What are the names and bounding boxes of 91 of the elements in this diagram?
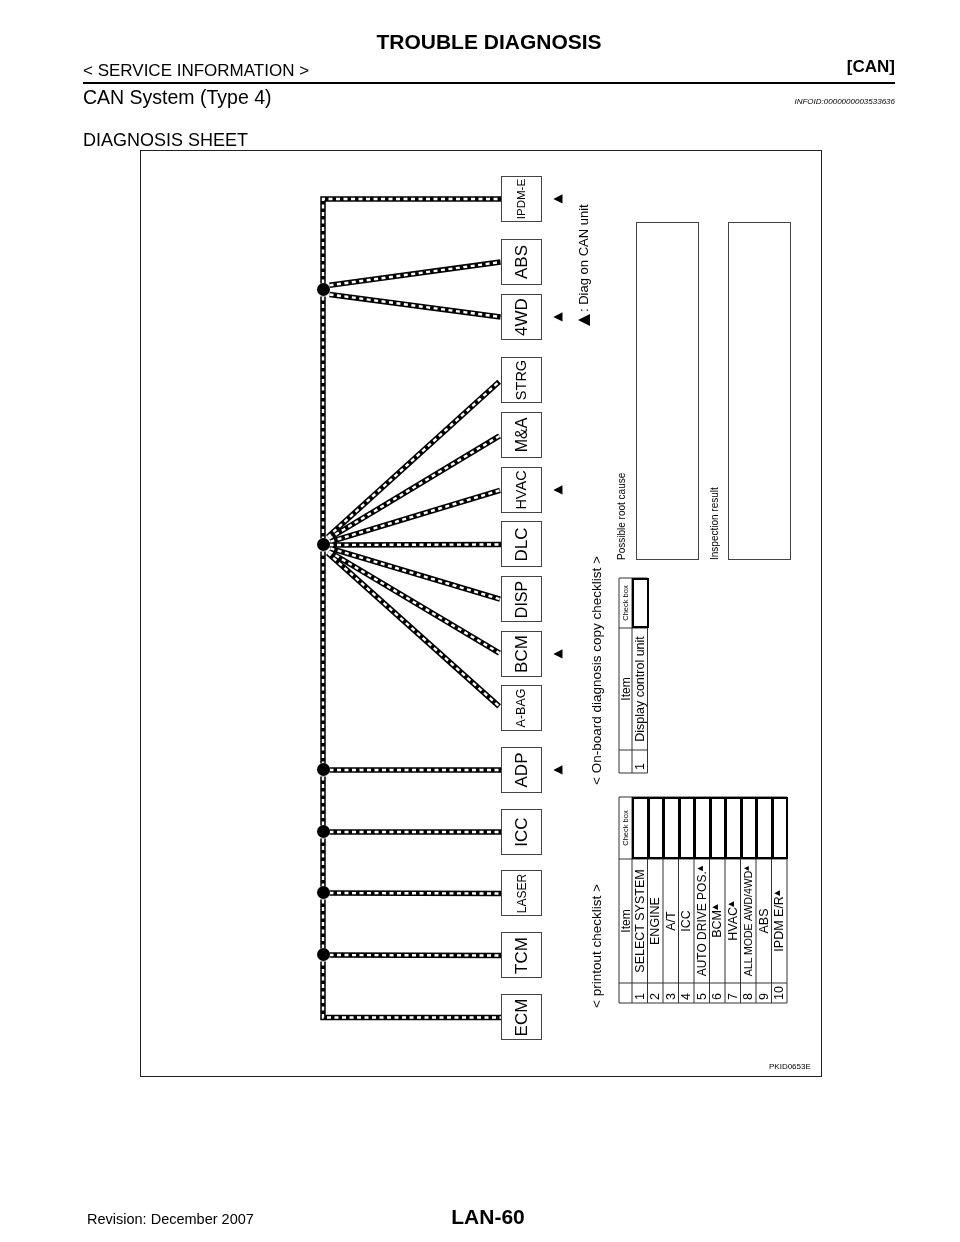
control-unit-box	[501, 631, 542, 677]
unit-name: BCM	[513, 635, 530, 673]
unit-name: HVAC	[514, 470, 529, 510]
control-unit-box	[501, 467, 542, 513]
control-unit-box	[501, 576, 542, 623]
row-number: 1	[633, 763, 646, 770]
can-bus-line	[329, 259, 501, 289]
section-heading: CAN System (Type 4)	[83, 88, 272, 108]
row-number: 8	[742, 993, 755, 1000]
field-label: Inspection result	[710, 487, 720, 560]
unit-name: 4WD	[513, 298, 530, 336]
control-unit-box	[501, 239, 542, 285]
diag-mark: ▲	[551, 194, 563, 204]
can-bus-line	[320, 551, 326, 764]
item-name: ENGINE	[649, 897, 662, 945]
control-unit-box	[501, 809, 542, 855]
unit-name: ICC	[513, 817, 530, 847]
control-unit-box	[501, 294, 542, 340]
can-bus-line	[327, 433, 501, 541]
control-unit-box	[501, 870, 542, 917]
junction-dot	[316, 948, 330, 962]
can-bus-line	[320, 196, 501, 284]
can-bus-line	[329, 890, 501, 897]
diag-mark: ▲	[551, 649, 563, 659]
row-number: 9	[757, 993, 770, 1000]
item-name: SELECT SYSTEM	[633, 869, 646, 973]
can-bus-line	[320, 838, 326, 887]
can-bus-line	[320, 776, 326, 826]
legend-text: : Diag on CAN unit	[577, 204, 590, 312]
diag-mark: ▲	[551, 485, 563, 495]
diag-mark: ▲	[551, 765, 563, 775]
can-bus-line	[320, 296, 326, 539]
revision-note: Revision: December 2007	[87, 1212, 254, 1227]
unit-name: ABS	[513, 245, 530, 279]
unit-name: A-BAG	[515, 688, 528, 728]
section-tag: [CAN]	[846, 58, 895, 75]
can-bus-line	[329, 541, 501, 548]
can-bus-line	[329, 767, 501, 773]
column-header: Item	[619, 909, 632, 933]
control-unit-box	[501, 932, 542, 979]
figure-code: PKID0653E	[769, 1063, 811, 1071]
item-name: Display control unit	[633, 636, 646, 742]
info-id: INFOID:0000000003533636	[794, 98, 895, 106]
unit-name: DISP	[513, 580, 530, 619]
control-unit-box	[501, 994, 542, 1041]
row-number: 5	[695, 993, 708, 1000]
control-unit-box	[501, 521, 542, 568]
can-bus-line	[329, 291, 501, 320]
section-header: < SERVICE INFORMATION >	[83, 62, 310, 79]
junction-dot	[316, 283, 330, 297]
junction-dot	[316, 763, 330, 777]
can-bus-line	[329, 545, 501, 602]
row-number: 4	[680, 993, 693, 1000]
field-label: Possible root cause	[617, 472, 627, 560]
row-number: 10	[773, 986, 786, 1000]
unit-name: ADP	[513, 752, 530, 788]
row-number: 1	[633, 993, 646, 1000]
unit-name: DLC	[513, 527, 530, 562]
sheet-heading: DIAGNOSIS SHEET	[83, 131, 249, 149]
item-name: ABS	[757, 908, 770, 934]
control-unit-box	[501, 412, 542, 458]
can-bus-line	[329, 952, 501, 959]
junction-dot	[316, 538, 330, 552]
row-number: 2	[649, 993, 662, 1000]
can-bus-line	[320, 899, 326, 949]
checklist-heading: < On-board diagnosis copy checklist >	[589, 556, 604, 785]
control-unit-box	[501, 357, 542, 403]
control-unit-box	[501, 747, 542, 793]
page-number: LAN-60	[451, 1206, 525, 1227]
row-number: 7	[726, 993, 739, 1000]
unit-name: LASER	[515, 873, 528, 914]
unit-name: STRG	[514, 359, 529, 401]
row-number: 6	[711, 993, 724, 1000]
control-unit-box	[501, 685, 542, 731]
can-bus-line	[320, 961, 501, 1021]
can-bus-line	[329, 829, 501, 835]
unit-name: IPDM-E	[515, 178, 528, 220]
checklist-heading: < printout checklist >	[589, 884, 604, 1008]
unit-name: ECM	[513, 998, 530, 1037]
unit-name: TCM	[513, 937, 530, 974]
diag-mark: ▲	[551, 312, 563, 322]
item-name: ICC	[680, 910, 693, 932]
junction-dot	[316, 886, 330, 900]
column-header: Item	[619, 677, 632, 701]
page-title: TROUBLE DIAGNOSIS	[376, 31, 602, 52]
can-bus-line	[329, 487, 501, 545]
unit-name: M&A	[513, 417, 530, 453]
row-number: 3	[664, 993, 677, 1000]
control-unit-box	[501, 176, 542, 222]
junction-dot	[316, 825, 330, 839]
item-name: A/T	[664, 911, 677, 931]
